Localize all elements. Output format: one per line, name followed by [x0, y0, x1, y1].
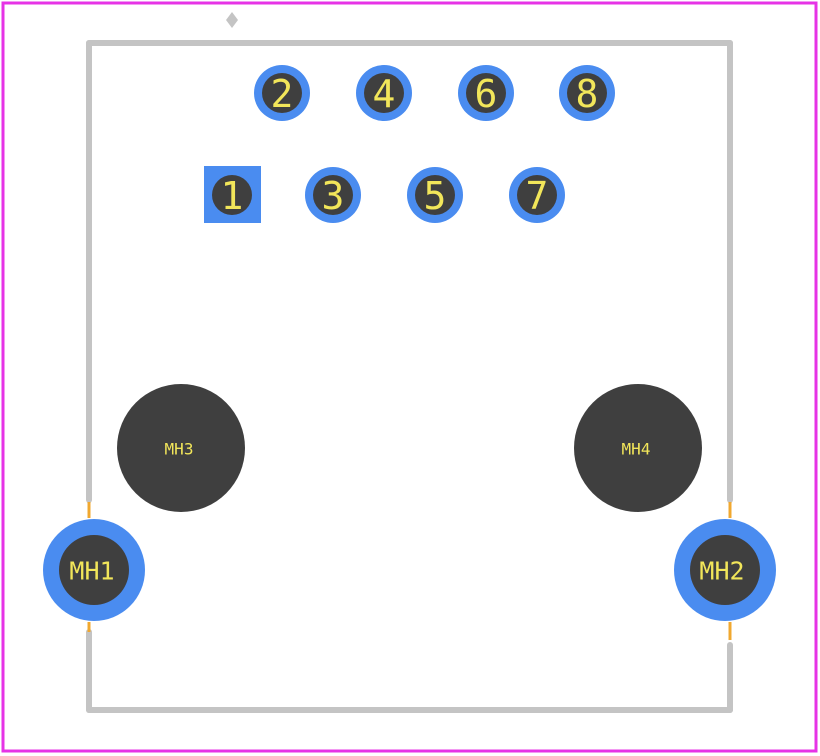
- pin-label-5: 5: [424, 174, 447, 218]
- mounting-hole-label-mh4: MH4: [622, 440, 651, 459]
- pin-pad-8[interactable]: 8: [559, 65, 615, 121]
- pin-label-4: 4: [373, 72, 396, 116]
- pin-pad-6[interactable]: 6: [458, 65, 514, 121]
- mounting-hole-mh1[interactable]: MH1: [43, 519, 145, 621]
- origin-marker-icon: [226, 12, 238, 28]
- mounting-hole-label-mh1: MH1: [69, 557, 114, 586]
- pin-label-6: 6: [475, 72, 498, 116]
- silkscreen-outline: [86, 40, 733, 713]
- pin-pad-5[interactable]: 5: [407, 167, 463, 223]
- pin-pad-1[interactable]: 1: [204, 166, 261, 223]
- pin-pad-4[interactable]: 4: [356, 65, 412, 121]
- pin-pad-2[interactable]: 2: [254, 65, 310, 121]
- pin-label-7: 7: [526, 174, 549, 218]
- pin-pad-7[interactable]: 7: [509, 167, 565, 223]
- mounting-hole-mh4[interactable]: MH4: [574, 384, 702, 512]
- pin-label-1: 1: [221, 174, 244, 218]
- mounting-hole-label-mh3: MH3: [165, 440, 194, 459]
- pin-pad-3[interactable]: 3: [305, 167, 361, 223]
- pin-label-2: 2: [271, 72, 294, 116]
- pin-label-3: 3: [322, 174, 345, 218]
- mounting-hole-mh2[interactable]: MH2: [674, 519, 776, 621]
- pin-label-8: 8: [576, 72, 599, 116]
- fab-outline: [87, 502, 732, 640]
- mounting-hole-mh3[interactable]: MH3: [117, 384, 245, 512]
- mounting-hole-label-mh2: MH2: [699, 557, 744, 586]
